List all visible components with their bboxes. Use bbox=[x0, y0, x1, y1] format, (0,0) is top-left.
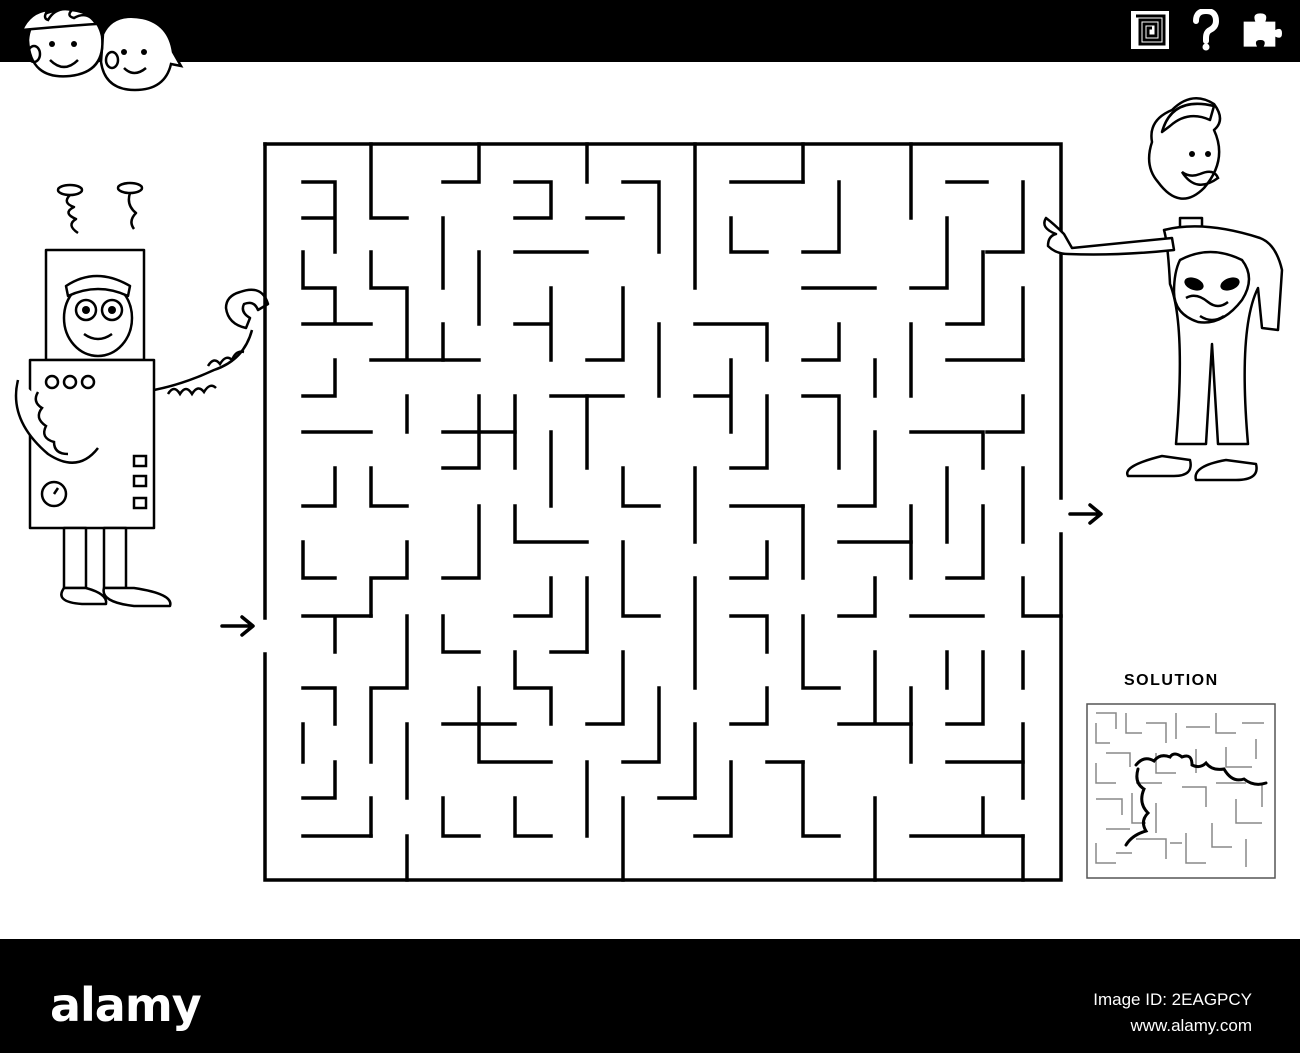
maze-icon[interactable] bbox=[1130, 8, 1170, 52]
kids-logo-icon bbox=[19, 7, 184, 92]
top-icons bbox=[1130, 8, 1282, 52]
maze-board[interactable] bbox=[263, 142, 1063, 882]
solution-thumbnail bbox=[1086, 703, 1276, 879]
puzzle-icon[interactable] bbox=[1242, 8, 1282, 52]
site-url-text: www.alamy.com bbox=[1130, 1016, 1252, 1035]
question-icon[interactable] bbox=[1186, 8, 1226, 52]
alien-costume-kid-illustration bbox=[1043, 97, 1284, 482]
solution-label: SOLUTION bbox=[1124, 672, 1219, 689]
entry-arrow-icon bbox=[220, 615, 255, 637]
top-bar bbox=[0, 0, 1300, 62]
alamy-logo: alamy bbox=[50, 978, 202, 1032]
image-id-text: Image ID: 2EAGPCY bbox=[1093, 990, 1252, 1009]
bottom-bar bbox=[0, 939, 1300, 1053]
exit-arrow-icon bbox=[1068, 503, 1103, 525]
robot-costume-kid-illustration bbox=[14, 181, 270, 608]
